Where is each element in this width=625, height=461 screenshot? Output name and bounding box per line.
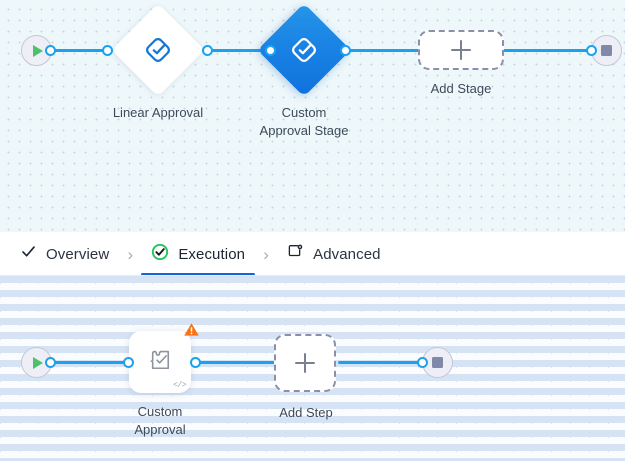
add-step-label: Add Step <box>279 405 333 420</box>
step-label-line-1: Custom <box>137 404 183 419</box>
stage-label-linear-approval: Linear Approval <box>112 105 204 120</box>
custom-approval-input-port[interactable] <box>123 357 134 368</box>
custom-approval-stage-output-port[interactable] <box>340 45 351 56</box>
stage-start-output-port[interactable] <box>45 45 56 56</box>
stage-canvas[interactable]: Linear Approval Custom Approval Stage <box>0 0 625 232</box>
step-label-custom-approval: Custom Approval <box>134 403 185 439</box>
script-check-icon <box>145 345 175 380</box>
edge-start-to-custom-approval <box>49 361 127 364</box>
stage-end-input-port[interactable] <box>586 45 597 56</box>
tab-execution[interactable]: Execution <box>141 232 256 276</box>
tab-separator-1: › <box>127 244 134 264</box>
check-icon <box>20 243 37 265</box>
tab-overview-label: Overview <box>46 245 110 263</box>
warning-icon <box>183 321 200 343</box>
edge-custom-approval-to-add-step <box>195 361 275 364</box>
tab-bar: Overview › Execution › Advance <box>0 232 625 276</box>
approval-check-icon <box>143 35 173 65</box>
step-canvas[interactable]: </> Custom Approval Add Step <box>0 276 625 461</box>
step-start-output-port[interactable] <box>45 357 56 368</box>
stage-label-line-2: Approval Stage <box>259 123 349 138</box>
check-circle-icon <box>151 243 169 266</box>
tab-advanced-label: Advanced <box>313 245 381 263</box>
tab-execution-label: Execution <box>178 245 246 263</box>
linear-approval-input-port[interactable] <box>102 45 113 56</box>
add-stage-button[interactable] <box>418 30 504 70</box>
play-icon <box>33 44 43 57</box>
stage-diamond-linear-approval[interactable] <box>111 3 205 97</box>
stage-start-node[interactable] <box>21 35 52 66</box>
edge-add-step-to-end <box>338 361 422 364</box>
tab-advanced[interactable]: Advanced <box>281 232 387 276</box>
settings-panel-icon <box>287 243 304 265</box>
add-stage-label: Add Stage <box>430 81 492 96</box>
custom-approval-output-port[interactable] <box>190 357 201 368</box>
code-glyph: </> <box>173 381 186 390</box>
stage-label-line-1: Custom <box>281 105 327 120</box>
tab-overview[interactable]: Overview <box>14 232 115 276</box>
step-label-line-2: Approval <box>134 422 186 437</box>
stage-label-custom-approval-stage: Custom Approval Stage <box>260 104 349 140</box>
edge-start-to-linear-approval <box>49 49 107 52</box>
edge-custom-stage-to-add-stage <box>345 49 420 52</box>
plus-icon <box>295 353 315 373</box>
stage-diamond-custom-approval-stage[interactable] <box>257 3 351 97</box>
stop-icon <box>601 45 612 56</box>
step-card-custom-approval[interactable]: </> <box>129 323 199 393</box>
custom-approval-stage-input-port[interactable] <box>265 45 276 56</box>
add-step-button[interactable] <box>274 334 336 392</box>
edge-add-stage-to-end <box>503 49 591 52</box>
approval-check-icon <box>289 35 319 65</box>
plus-icon <box>451 40 471 60</box>
play-icon <box>33 356 43 369</box>
tab-separator-2: › <box>263 244 269 264</box>
linear-approval-output-port[interactable] <box>202 45 213 56</box>
step-end-input-port[interactable] <box>417 357 428 368</box>
edge-linear-approval-to-custom-stage <box>207 49 269 52</box>
stop-icon <box>432 357 443 368</box>
